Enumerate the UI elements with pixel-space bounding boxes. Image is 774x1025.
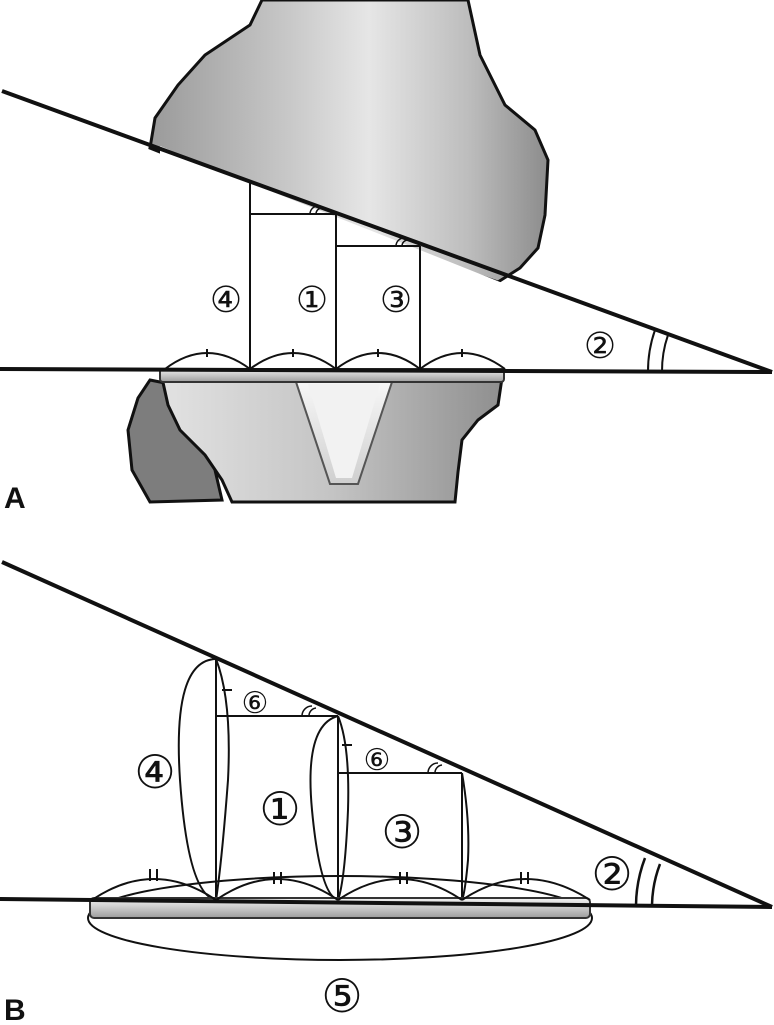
vertical-ellipses bbox=[177, 658, 470, 901]
label-a-four: ④ bbox=[210, 280, 242, 321]
tibial-cut-line bbox=[0, 367, 773, 374]
tibial-cut-line-b bbox=[0, 897, 773, 909]
label-a-two: ② bbox=[584, 326, 616, 367]
gap-rectangles-b bbox=[215, 659, 463, 900]
label-b-three: ③ bbox=[381, 805, 422, 859]
angle-two-arcs-b bbox=[634, 857, 662, 906]
panel-b: ④ ① ③ ② ⑥ ⑥ ⑤ B bbox=[0, 560, 773, 1025]
tibial-arcs-b bbox=[91, 869, 591, 901]
femoral-cut-line-b bbox=[1, 560, 773, 909]
label-a-one: ① bbox=[296, 280, 328, 321]
panel-a: ④ ① ③ ② A bbox=[0, 0, 773, 515]
label-b-six-mid: ⑥ bbox=[364, 743, 391, 778]
label-b-one: ① bbox=[259, 782, 300, 836]
tibial-keel-inner bbox=[308, 384, 380, 478]
panel-b-letter: B bbox=[4, 994, 26, 1025]
gap-rectangles bbox=[249, 183, 421, 369]
label-b-six-top: ⑥ bbox=[242, 686, 269, 721]
angle-two-arcs-a bbox=[646, 329, 669, 373]
angle-marks-b bbox=[301, 705, 443, 774]
panel-a-letter: A bbox=[4, 482, 26, 515]
femoral-cut-line bbox=[1, 89, 773, 374]
flexion-gap-area bbox=[160, 146, 505, 368]
tibial-arcs-a bbox=[164, 349, 506, 370]
label-b-five: ⑤ bbox=[321, 969, 362, 1023]
label-a-three: ③ bbox=[380, 280, 412, 321]
plate-ellipse bbox=[87, 875, 593, 961]
label-b-four: ④ bbox=[134, 745, 175, 799]
label-b-two: ② bbox=[591, 847, 632, 901]
angle-marks-a bbox=[309, 205, 409, 247]
